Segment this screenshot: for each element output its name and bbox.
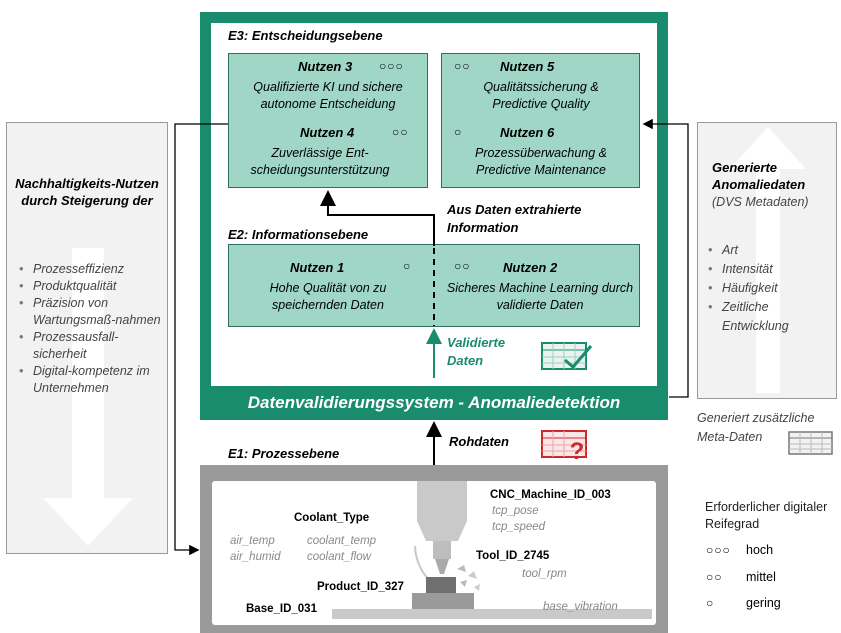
legend-dots-low: ○ — [706, 596, 714, 610]
product-id-label: Product_ID_327 — [317, 581, 404, 593]
left-panel-title: Nachhaltigkeits-Nutzen durch Steigerung … — [15, 176, 159, 208]
right-panel: Generierte Anomaliedaten (DVS Metadaten)… — [697, 122, 837, 399]
base-id-label: Base_ID_031 — [246, 603, 317, 615]
list-item: Häufigkeit — [708, 279, 823, 298]
benefit-6-title: Nutzen 6 — [500, 125, 555, 140]
list-item: Präzision von Wartungsmaß-nahmen — [19, 295, 164, 329]
benefit-2-title: Nutzen 2 — [503, 260, 558, 275]
raw-data-question-icon: ? — [541, 430, 587, 462]
svg-text:?: ? — [570, 438, 585, 462]
list-item: Prozesseffizienz — [19, 261, 164, 278]
benefit-6-text: Prozessüberwachung & Predictive Maintena… — [474, 146, 608, 177]
tool-rpm-label: tool_rpm — [522, 568, 567, 580]
benefit-1-text: Hohe Qualität von zu speichernden Daten — [269, 281, 387, 312]
machine-id-label: CNC_Machine_ID_003 — [490, 489, 611, 501]
air-humid-label: air_humid — [230, 551, 281, 563]
system-footer: Datenvalidierungssystem - Anomaliedetekt… — [247, 393, 621, 412]
legend-dots-mid: ○○ — [706, 570, 723, 584]
benefit-5-text: Qualitätssicherung & Predictive Quality — [483, 80, 599, 111]
coolant-temp-label: coolant_temp — [307, 535, 377, 547]
benefit-3-text: Qualifizierte KI und sichere autonome En… — [253, 80, 403, 111]
e3-title: E3: Entscheidungsebene — [228, 28, 383, 43]
right-panel-title: Generierte Anomaliedaten — [712, 160, 806, 192]
benefit-2-text: Sicheres Machine Learning durch validier… — [446, 281, 634, 312]
benefit-5-title: Nutzen 5 — [500, 59, 555, 74]
benefit-box-3-4 — [228, 53, 428, 188]
air-temp-label: air_temp — [230, 535, 275, 547]
benefit-1-dots: ○ — [403, 259, 411, 273]
validated-data-label: Validierte Daten — [447, 335, 506, 368]
benefit-6-dots: ○ — [454, 125, 462, 139]
legend-dots-high: ○○○ — [706, 543, 731, 557]
legend-label-low: gering — [746, 596, 781, 610]
benefit-box-5-6 — [441, 53, 640, 188]
left-panel-list: Prozesseffizienz Produktqualität Präzisi… — [19, 261, 164, 397]
right-panel-subtitle: (DVS Metadaten) — [712, 195, 809, 209]
legend-title: Erforderlicher digitaler Reifegrad — [705, 500, 828, 531]
e1-title: E1: Prozessebene — [228, 446, 340, 461]
benefit-2-dots: ○○ — [454, 259, 471, 273]
benefit-3-dots: ○○○ — [379, 59, 404, 73]
list-item: Prozessausfall-sicherheit — [19, 329, 164, 363]
benefit-3-title: Nutzen 3 — [298, 59, 353, 74]
list-item: Intensität — [708, 260, 823, 279]
legend-label-mid: mittel — [746, 570, 776, 584]
extracted-info-label: Aus Daten extrahierte Information — [447, 202, 582, 235]
legend-label-high: hoch — [746, 543, 774, 557]
benefit-4-title: Nutzen 4 — [300, 125, 355, 140]
list-item: Produktqualität — [19, 278, 164, 295]
list-item: Zeitliche Entwicklung — [708, 298, 823, 336]
right-panel-list: Art Intensität Häufigkeit Zeitliche Entw… — [708, 241, 823, 336]
benefit-5-dots: ○○ — [454, 59, 471, 73]
e2-title: E2: Informationsebene — [228, 227, 369, 242]
benefit-1-title: Nutzen 1 — [290, 260, 345, 275]
down-arrow-icon — [43, 248, 133, 546]
list-item: Digital-kompetenz im Unternehmen — [19, 363, 164, 397]
coolant-flow-label: coolant_flow — [307, 551, 371, 563]
validated-table-icon — [541, 342, 593, 370]
base-vibration-label: base_vibration — [543, 601, 618, 613]
tool-id-label: Tool_ID_2745 — [476, 550, 550, 562]
meta-data-note: Generiert zusätzliche Meta-Daten — [697, 411, 815, 444]
coolant-type-label: Coolant_Type — [294, 512, 370, 524]
tcp-pose-label: tcp_pose — [492, 505, 539, 517]
meta-data-table-icon — [788, 431, 833, 455]
benefit-4-dots: ○○ — [392, 125, 409, 139]
left-panel: Nachhaltigkeits-Nutzen durch Steigerung … — [6, 122, 168, 554]
tcp-speed-label: tcp_speed — [492, 521, 546, 533]
list-item: Art — [708, 241, 823, 260]
benefit-4-text: Zuverlässige Ent-scheidungsunterstützung — [250, 146, 390, 177]
rohdaten-label: Rohdaten — [449, 434, 509, 449]
cnc-machine-illustration — [332, 481, 652, 619]
